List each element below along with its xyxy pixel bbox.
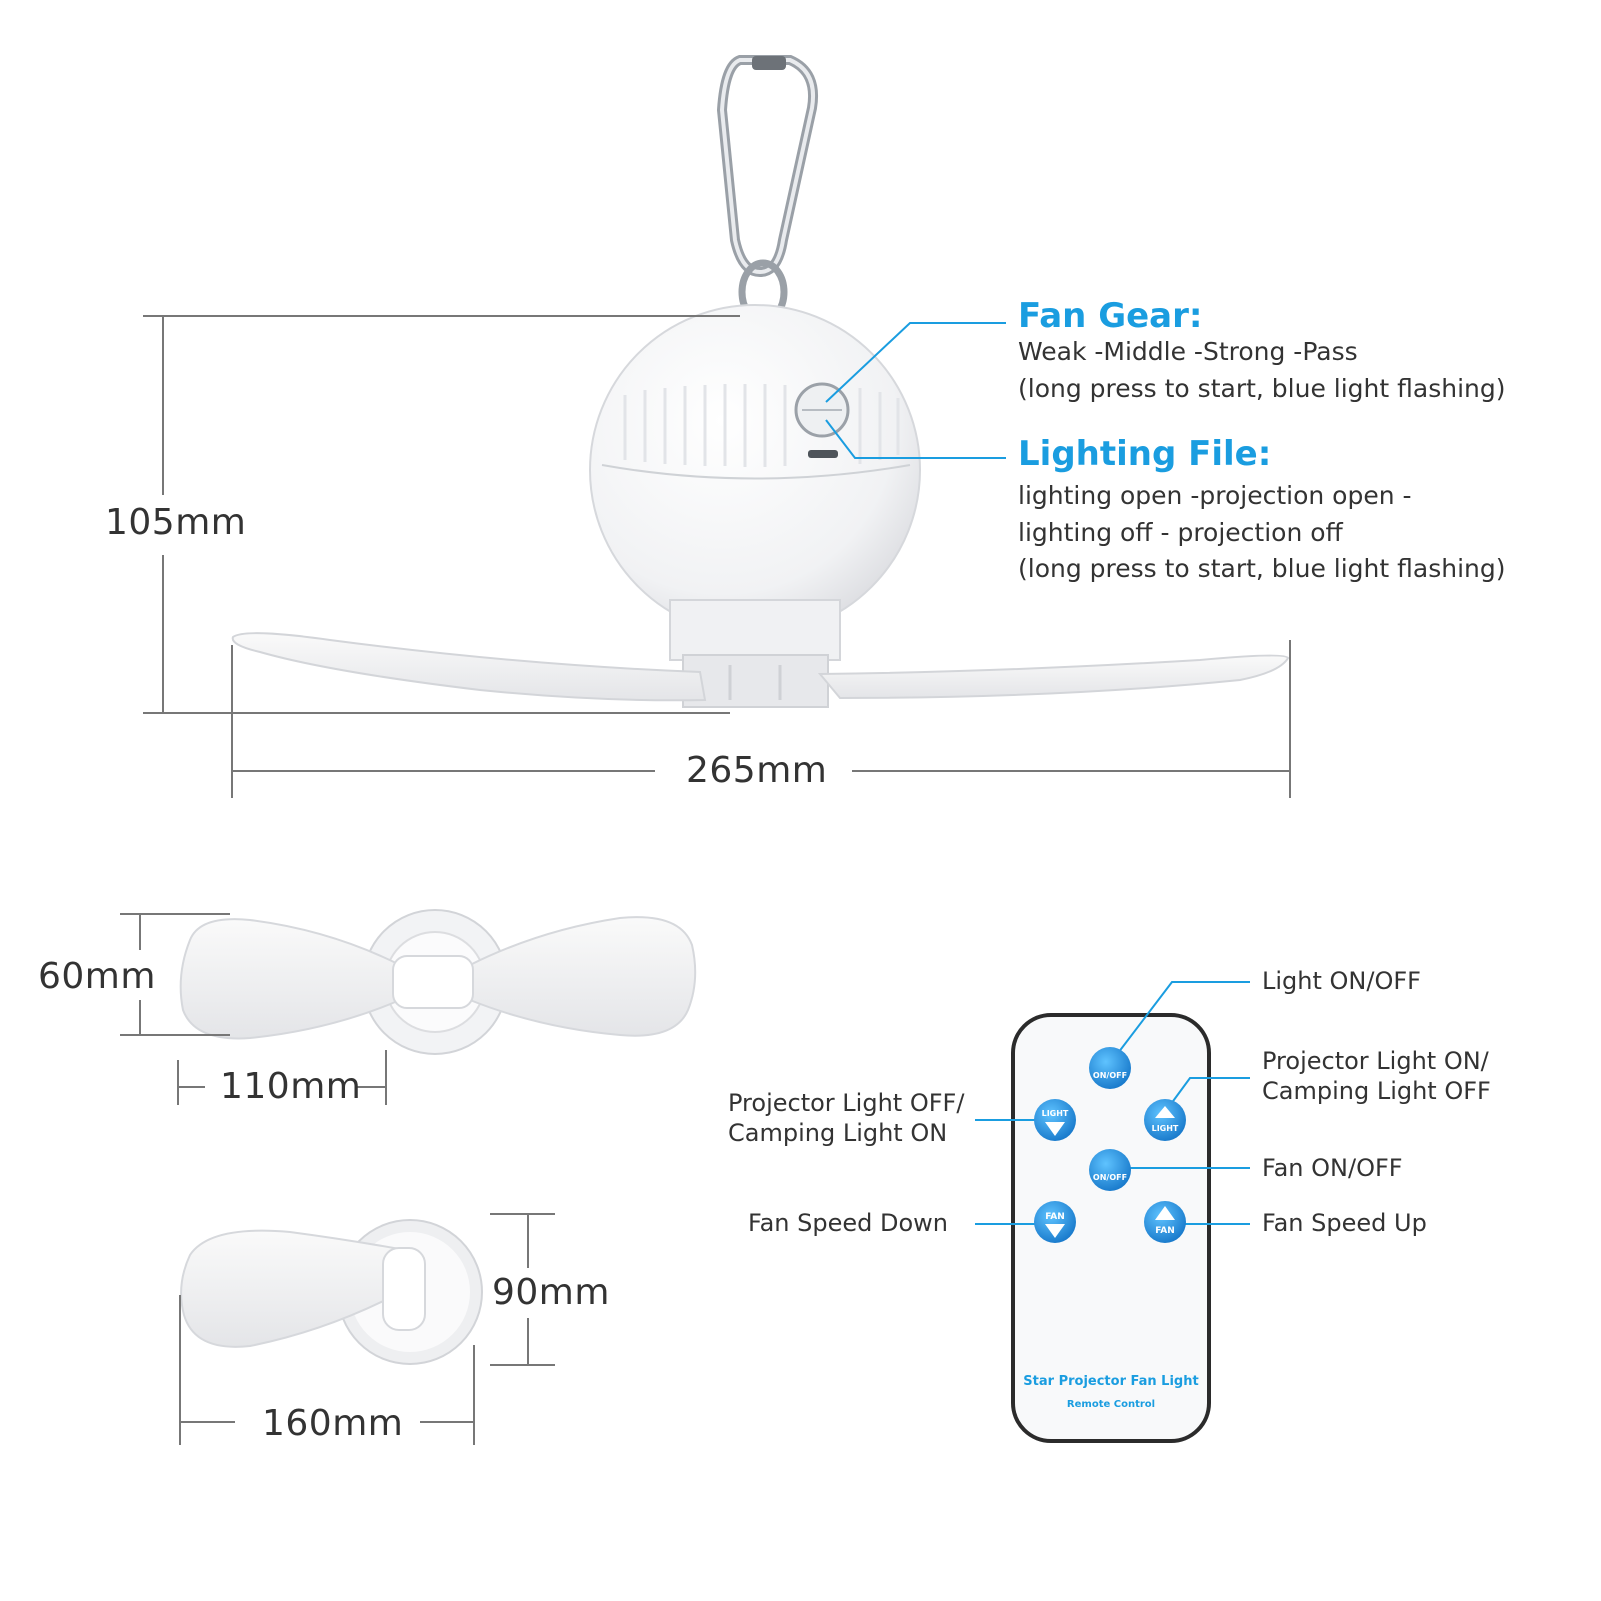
light-power-button[interactable]: ON/OFF — [1089, 1047, 1131, 1089]
height-top-label: 60mm — [38, 956, 156, 997]
carabiner-hook — [716, 55, 818, 340]
fan-down-button[interactable]: FAN — [1034, 1201, 1076, 1243]
lighting-file-title: Lighting File: — [1018, 434, 1272, 474]
fan-down-button-text: FAN — [1045, 1212, 1065, 1222]
fan-gear-title: Fan Gear: — [1018, 296, 1203, 336]
light-up-button[interactable]: LIGHT — [1144, 1099, 1186, 1141]
lighting-file-line3: (long press to start, blue light flashin… — [1018, 554, 1506, 583]
fan-gear-line1: Weak -Middle -Strong -Pass — [1018, 337, 1358, 366]
light-down-button[interactable]: LIGHT — [1034, 1099, 1076, 1141]
fan-gear-line2: (long press to start, blue light flashin… — [1018, 374, 1506, 403]
remote-brand: Star Projector Fan Light — [1023, 1374, 1198, 1389]
width-main-label: 265mm — [686, 750, 828, 791]
top-view-fan — [179, 909, 697, 1055]
lighting-file-line1: lighting open -projection open - — [1018, 481, 1412, 510]
projector-on-label-2: Camping Light OFF — [1262, 1077, 1491, 1105]
main-fan-blades — [231, 632, 1290, 702]
side-view-fan — [180, 1219, 483, 1365]
fan-power-button[interactable]: ON/OFF — [1089, 1149, 1131, 1191]
projector-on-label-1: Projector Light ON/ — [1262, 1047, 1489, 1075]
light-up-button-text: LIGHT — [1152, 1124, 1179, 1133]
remote-subtitle: Remote Control — [1067, 1399, 1155, 1410]
fan-speed-up-label: Fan Speed Up — [1262, 1209, 1427, 1237]
fan-up-button-text: FAN — [1155, 1226, 1175, 1236]
projector-off-label-1: Projector Light OFF/ — [728, 1089, 965, 1117]
light-power-button-text: ON/OFF — [1093, 1071, 1127, 1080]
side-view-dimension-lines — [179, 1213, 555, 1445]
projector-off-label-2: Camping Light ON — [728, 1119, 948, 1147]
height-side-label: 90mm — [492, 1272, 610, 1313]
top-view-dimension-lines — [120, 913, 387, 1105]
fan-on-off-label: Fan ON/OFF — [1262, 1154, 1403, 1182]
callout-lines — [825, 322, 1006, 459]
fan-speed-down-label: Fan Speed Down — [748, 1209, 949, 1237]
light-on-off-label: Light ON/OFF — [1262, 967, 1421, 995]
height-main-label: 105mm — [105, 502, 247, 543]
width-side-label: 160mm — [262, 1403, 404, 1444]
main-dimension-lines — [143, 315, 1291, 798]
lighting-file-line2: lighting off - projection off — [1018, 518, 1343, 547]
fan-up-button[interactable]: FAN — [1144, 1201, 1186, 1243]
main-fan-body — [589, 304, 921, 708]
width-top-label: 110mm — [220, 1066, 362, 1107]
fan-power-button-text: ON/OFF — [1093, 1173, 1127, 1182]
light-down-button-text: LIGHT — [1042, 1109, 1069, 1118]
remote-callout-lines — [975, 981, 1250, 1225]
